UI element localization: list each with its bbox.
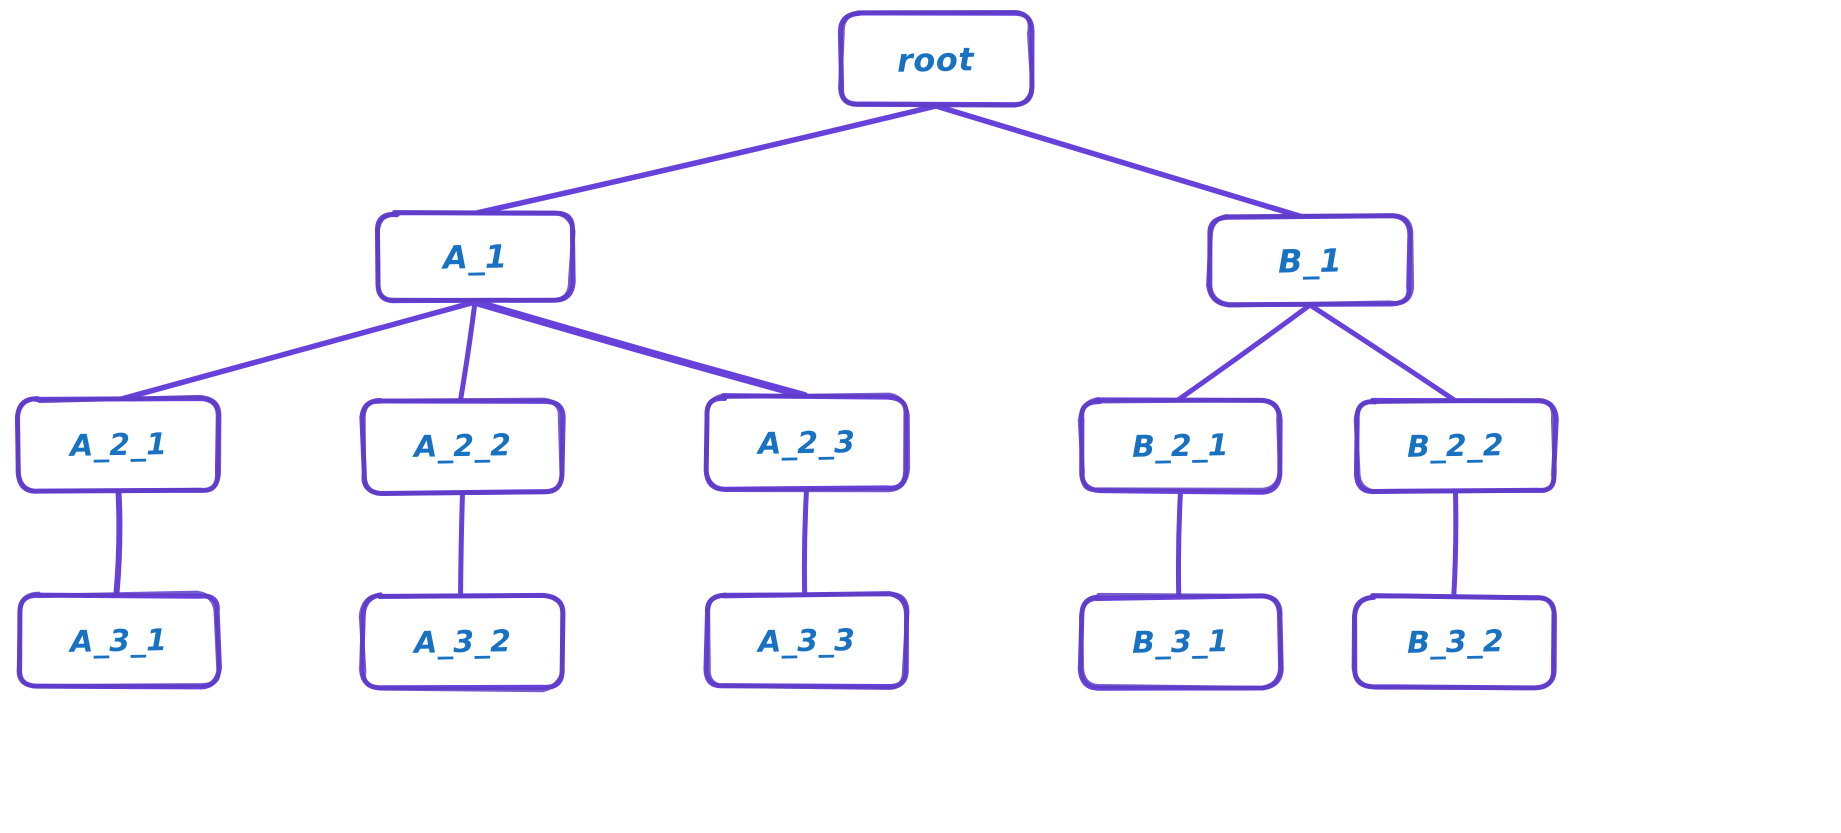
tree-node-a-3-3[interactable]: A_3_3 — [703, 591, 910, 690]
node-label-a-2-1: A_2_1 — [69, 426, 168, 464]
node-box-a-2-2 — [359, 397, 566, 496]
node-box-a-3-3 — [703, 591, 910, 690]
node-label-b-1: B_1 — [1277, 240, 1343, 281]
tree-node-a-2-1[interactable]: A_2_1 — [14, 394, 222, 494]
tree-node-a-3-2[interactable]: A_3_2 — [358, 592, 566, 693]
tree-node-root[interactable]: root — [837, 9, 1035, 108]
tree-node-b-2-2[interactable]: B_2_2 — [1353, 397, 1559, 494]
node-box-a-1 — [374, 210, 576, 304]
node-label-b-3-2: B_3_2 — [1406, 623, 1505, 661]
tree-node-b-2-1[interactable]: B_2_1 — [1077, 397, 1283, 495]
node-box-b-1 — [1206, 213, 1415, 308]
tree-node-a-2-2[interactable]: A_2_2 — [359, 397, 566, 496]
tree-node-b-3-2[interactable]: B_3_2 — [1351, 593, 1558, 691]
node-box-root — [837, 9, 1035, 108]
node-label-a-2-3: A_2_3 — [757, 424, 856, 462]
node-box-b-2-2 — [1353, 397, 1559, 494]
node-box-a-2-1 — [14, 394, 222, 494]
node-box-a-3-2 — [358, 592, 566, 693]
node-label-a-3-1: A_3_1 — [69, 622, 168, 660]
node-label-b-3-1: B_3_1 — [1131, 623, 1230, 661]
node-label-b-2-2: B_2_2 — [1406, 427, 1505, 465]
tree-node-a-1[interactable]: A_1 — [374, 210, 576, 304]
node-label-a-1: A_1 — [442, 237, 508, 277]
node-label-a-3-3: A_3_3 — [757, 622, 856, 660]
node-box-b-3-2 — [1351, 593, 1557, 691]
node-label-root: root — [897, 39, 975, 80]
tree-node-a-3-1[interactable]: A_3_1 — [16, 590, 222, 690]
tree-node-a-2-3[interactable]: A_2_3 — [703, 392, 911, 493]
node-label-a-2-2: A_2_2 — [413, 427, 512, 465]
node-box-a-3-1 — [16, 590, 222, 690]
node-label-a-3-2: A_3_2 — [413, 623, 512, 661]
tree-node-b-3-1[interactable]: B_3_1 — [1077, 592, 1284, 691]
tree-node-b-1[interactable]: B_1 — [1206, 213, 1415, 308]
node-box-b-2-1 — [1077, 397, 1283, 495]
node-box-a-2-3 — [703, 392, 911, 493]
node-box-b-3-1 — [1077, 592, 1284, 691]
node-label-b-2-1: B_2_1 — [1131, 427, 1230, 465]
